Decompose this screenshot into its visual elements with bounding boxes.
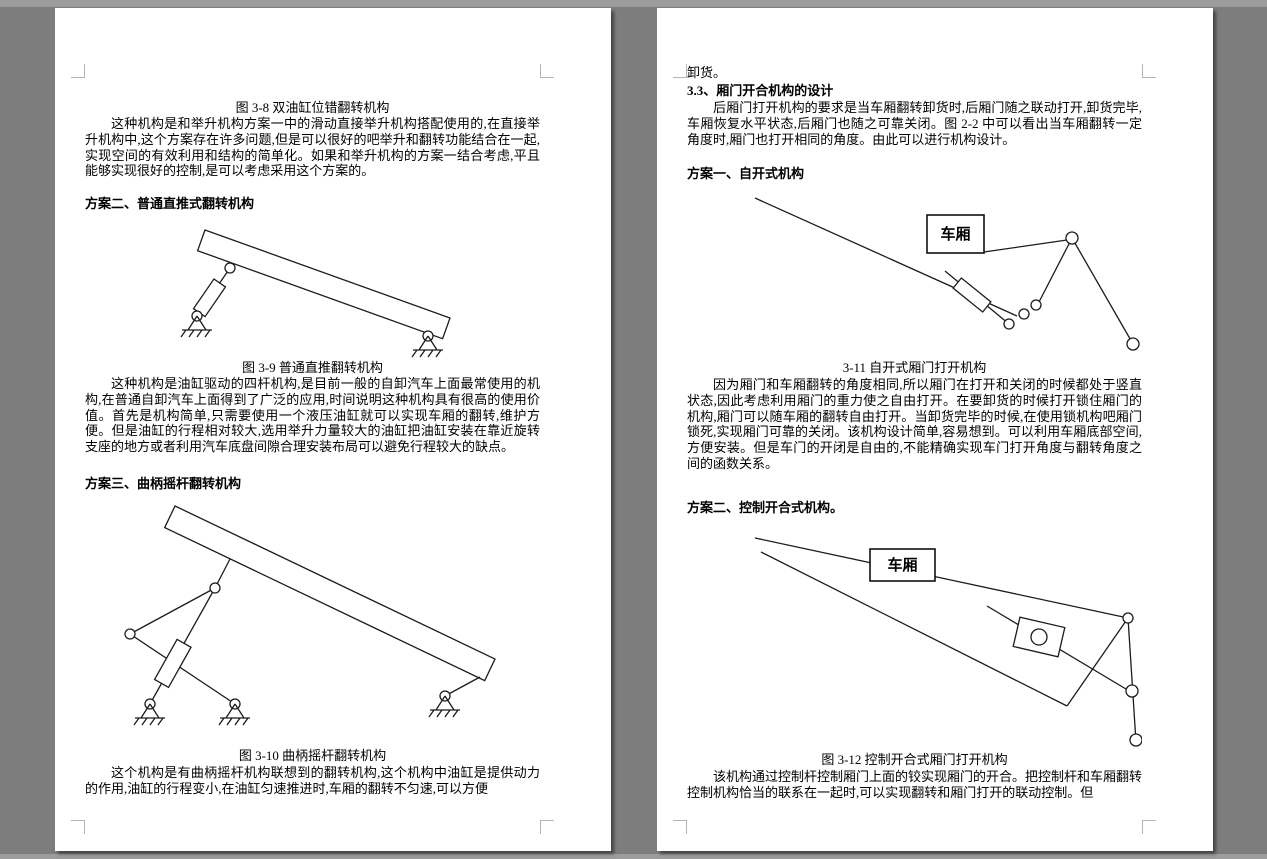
figure-3-9-diagram xyxy=(180,229,451,358)
pivot-legs xyxy=(418,335,438,351)
plan-1-heading: 方案一、自开式机构 xyxy=(687,166,805,181)
margin-crop-mark-top-left xyxy=(673,64,687,78)
figure-3-11-diagram: 车厢 xyxy=(754,197,1140,351)
figure-3-12-caption: 图 3-12 控制开合式厢门打开机构 xyxy=(821,752,1008,767)
body-paragraph: 卸货。 xyxy=(687,65,727,80)
slider-pin-joint xyxy=(1030,628,1048,646)
coupler-link xyxy=(129,587,216,635)
body-paragraph: 后厢门打开机构的要求是当车厢翻转卸货时,后厢门随之联动打开,卸货完毕,车厢恢复水… xyxy=(687,100,1142,147)
ground-hatching xyxy=(180,329,212,338)
document-area-bottom-edge xyxy=(0,854,1267,859)
hydraulic-cylinder-body xyxy=(952,277,992,313)
plan-3-heading: 方案三、曲柄摇杆翻转机构 xyxy=(85,476,242,491)
tailgate-end-joint xyxy=(1126,337,1140,351)
plan-2-heading: 方案二、控制开合式机构。 xyxy=(687,500,844,515)
section-3-3-heading: 3.3、厢门开合机构的设计 xyxy=(687,83,834,98)
link-joint xyxy=(1003,318,1015,330)
bed-top-rail xyxy=(983,239,1068,253)
body-paragraph: 该机构通过控制杆控制厢门上面的铰实现厢门的开合。把控制杆和车厢翻转控制机构恰当的… xyxy=(687,769,1143,800)
ground-hatching xyxy=(411,349,443,358)
figure-3-8-caption: 图 3-8 双油缸位错翻转机构 xyxy=(235,100,390,115)
support-link xyxy=(444,676,481,697)
hydraulic-cylinder-body xyxy=(153,638,192,689)
figure-3-12-diagram: 车厢 xyxy=(754,537,1142,747)
cargo-box-label: 车厢 xyxy=(887,556,917,574)
truck-bed-top-edge xyxy=(754,537,1129,619)
beam-joint xyxy=(209,582,221,594)
crank-link xyxy=(129,633,236,705)
truck-bed-beam xyxy=(196,229,451,340)
hinge-joint xyxy=(1122,612,1134,624)
pivot-legs xyxy=(140,703,160,719)
link-joint xyxy=(124,628,136,640)
body-paragraph: 这个机构是有曲柄摇杆机构联想到的翻转机构,这个机构中油缸是提供动力的作用,油缸的… xyxy=(85,765,540,796)
margin-crop-mark-bottom-right xyxy=(1142,820,1156,834)
margin-crop-mark-bottom-left xyxy=(673,820,687,834)
truck-bed-beam xyxy=(163,505,496,682)
beam-joint xyxy=(224,262,236,274)
figure-3-10-diagram xyxy=(124,505,496,726)
link-joint xyxy=(1125,684,1139,698)
truck-bed-rear-edge xyxy=(1066,617,1129,707)
cargo-box-label: 车厢 xyxy=(940,225,970,243)
figure-3-11-caption: 3-11 自开式厢门打开机构 xyxy=(842,360,987,375)
link-joint xyxy=(1030,299,1042,311)
cargo-box xyxy=(869,548,936,582)
cargo-box xyxy=(926,214,985,254)
truck-bed-lower-edge xyxy=(760,551,1068,707)
margin-crop-mark-top-left xyxy=(71,64,85,78)
pivot-legs xyxy=(435,695,455,711)
margin-crop-mark-top-right xyxy=(540,64,554,78)
tailgate-bar xyxy=(1127,617,1137,743)
tailgate-end-joint xyxy=(1129,733,1142,747)
tailgate-hanging-link xyxy=(1071,237,1134,345)
plan-2-heading: 方案二、普通直推式翻转机构 xyxy=(85,196,255,211)
figure-3-9-caption: 图 3-9 普通直推翻转机构 xyxy=(242,360,383,375)
ground-hatching xyxy=(133,717,165,726)
document-page-left: 图 3-8 双油缸位错翻转机构 这种机构是和举升机构方案一中的滑动直接举升机构搭… xyxy=(55,8,611,851)
ground-hatching xyxy=(428,709,460,718)
body-paragraph: 这种机构是油缸驱动的四杆机构,是目前一般的自卸汽车上面最常使用的机构,在普通自卸… xyxy=(85,376,540,455)
pivot-legs xyxy=(225,703,245,719)
margin-crop-mark-top-right xyxy=(1142,64,1156,78)
document-page-right: 卸货。 3.3、厢门开合机构的设计 后厢门打开机构的要求是当车厢翻转卸货时,后厢… xyxy=(657,8,1213,851)
body-paragraph: 这种机构是和举升机构方案一中的滑动直接举升机构搭配使用的,在直接举升机构中,这个… xyxy=(85,116,540,179)
body-paragraph: 因为厢门和车厢翻转的角度相同,所以厢门在打开和关闭的时候都处于竖直状态,因此考虑… xyxy=(687,377,1142,471)
document-area-top-edge xyxy=(0,0,1267,7)
tailgate-link xyxy=(1038,237,1073,303)
link-joint xyxy=(1018,308,1030,320)
ground-hatching xyxy=(218,717,250,726)
hinge-joint xyxy=(1065,231,1079,245)
margin-crop-mark-bottom-right xyxy=(540,820,554,834)
pivot-legs xyxy=(187,315,207,331)
figure-3-10-caption: 图 3-10 曲柄摇杆翻转机构 xyxy=(238,748,387,763)
margin-crop-mark-bottom-left xyxy=(71,820,85,834)
